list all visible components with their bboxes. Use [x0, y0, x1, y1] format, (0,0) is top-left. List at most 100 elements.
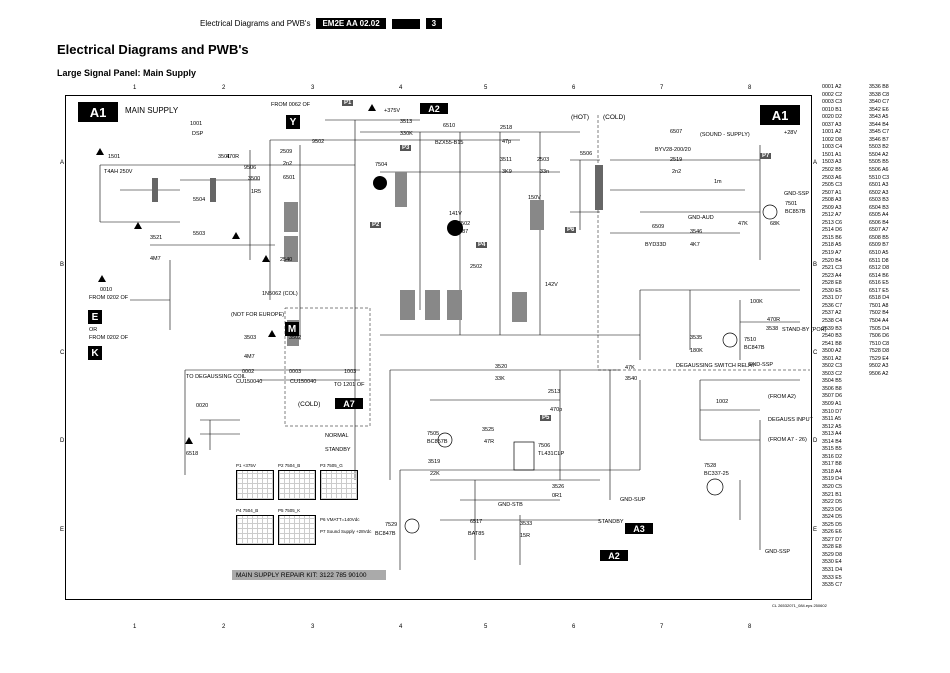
index-entry: 2513 C6 [822, 219, 843, 226]
component-label: 9502 [312, 139, 325, 145]
col-5-top: 5 [484, 85, 488, 91]
col-7-top: 7 [660, 85, 664, 91]
component-value: 68K [770, 221, 780, 227]
warning-icon [98, 275, 106, 282]
col-7-bottom: 7 [660, 624, 664, 630]
component-label: 2519 [670, 157, 683, 163]
component-label: 3519 [428, 459, 441, 465]
index-entry: 3512 A5 [822, 423, 842, 430]
index-entry: 3502 C3 [822, 363, 843, 370]
component-value: 180K [690, 348, 703, 354]
component-label: 3513 [400, 119, 413, 125]
scope-p5-title: P5 7505_K [278, 508, 301, 513]
col-6-bottom: 6 [572, 624, 576, 630]
index-entry: 2503 A6 [822, 174, 842, 181]
component-label: 2513 [548, 389, 561, 395]
row-c-left: C [60, 350, 65, 356]
component-value: 2n2 [283, 161, 293, 167]
index-entry: 3526 E6 [822, 529, 842, 536]
index-entry: 1001 A2 [822, 129, 842, 136]
component-label: 5504 [193, 197, 206, 203]
block-badge-m: M [285, 322, 299, 336]
index-entry: 7502 B4 [869, 310, 889, 317]
component-value: 4M7 [150, 256, 161, 262]
index-entry: 2515 B6 [822, 234, 842, 241]
component-label: 2518 [500, 125, 513, 131]
index-entry: 2514 D6 [822, 227, 843, 234]
component-value: 1m [714, 179, 722, 185]
index-entry: 3515 B5 [822, 446, 842, 453]
label-from-a2: (FROM A2) [768, 394, 796, 400]
index-entry: 2505 C3 [822, 182, 843, 189]
component-value: BC857B [785, 209, 806, 215]
index-entry: 0002 C2 [822, 91, 843, 98]
component-label: 6501 [283, 175, 296, 181]
label-gnd-aud: GND-AUD [688, 215, 714, 221]
label-gnd-ssp-1: GND-SSP [784, 191, 810, 197]
col-8-bottom: 8 [748, 624, 752, 630]
index-entry: 3542 E6 [869, 106, 889, 113]
index-entry: 3500 A2 [822, 348, 842, 355]
component-value: BC847B [744, 345, 765, 351]
component-label: 7505 [427, 431, 440, 437]
index-entry: 3514 B4 [822, 438, 842, 445]
index-entry: 7528 D8 [869, 348, 890, 355]
label-degaussing-input: DEGAUSS INPUT [768, 417, 813, 423]
component-value: 470R [226, 154, 240, 160]
component-label: 3502 [289, 335, 302, 341]
component-label: 3511 [500, 157, 512, 163]
col-2-top: 2 [222, 85, 226, 91]
label-sound-supply: (SOUND - SUPPLY) [700, 132, 750, 138]
index-entry: 2521 C3 [822, 265, 843, 272]
index-entry: 3517 B8 [822, 461, 842, 468]
component-value: 47K [738, 221, 748, 227]
component-value: 47K [625, 365, 635, 371]
index-entry: 3540 C7 [869, 99, 890, 106]
component-value: 4K7 [690, 242, 700, 248]
index-entry: 6506 B4 [869, 219, 889, 226]
component-value: BZX55-B15 [435, 140, 464, 146]
index-entry: 3501 A2 [822, 355, 842, 362]
component-label: 3500 [248, 176, 261, 182]
component-value: 22K [430, 471, 440, 477]
component-value: BC857B [427, 439, 448, 445]
component-value: 47R [484, 439, 495, 445]
component-label: 7510 [744, 337, 757, 343]
component-value: 470p [550, 407, 563, 413]
component-value: 1N5062 (COL) [262, 291, 298, 297]
warning-icon [134, 222, 142, 229]
index-entry: 1002 D8 [822, 136, 843, 143]
index-entry: 2512 A7 [822, 212, 842, 219]
index-entry: 3509 A1 [822, 400, 842, 407]
label-150v: 150V [528, 195, 541, 201]
index-entry: 1501 A1 [822, 151, 842, 158]
block-badge-e: E [88, 310, 102, 324]
component-value: BC847B [375, 531, 396, 537]
col-3-bottom: 3 [311, 624, 315, 630]
warning-icon [268, 330, 276, 337]
page-title: Electrical Diagrams and PWB's [57, 42, 249, 57]
testpoint-p7: P7 [760, 153, 772, 159]
col-1-bottom: 1 [133, 624, 137, 630]
index-entry: 3530 E4 [822, 559, 842, 566]
testpoint-p4: P4 [476, 242, 488, 248]
component-value: BYV28-200/20 [655, 147, 691, 153]
component-label: 0020 [196, 403, 209, 409]
scope-p3-title: P3 7505_G [320, 463, 343, 468]
component-label: 2502 [470, 264, 483, 270]
component-value: 100K [750, 299, 763, 305]
component-label: 7528 [704, 463, 717, 469]
scope-p1 [236, 470, 274, 500]
component-label: 2540 [280, 257, 293, 263]
scope-p1-title: P1 +375V [236, 463, 256, 468]
index-entry: 6503 B3 [869, 197, 889, 204]
index-entry: 0037 A3 [822, 121, 842, 128]
label-or: OR [89, 327, 98, 333]
index-entry: 2528 E8 [822, 280, 842, 287]
index-entry: 0010 B1 [822, 106, 842, 113]
component-label: 7501 [785, 201, 798, 207]
component-value: 33K [495, 376, 505, 382]
index-entry: 3504 B5 [822, 378, 842, 385]
component-value: 2n2 [672, 169, 682, 175]
